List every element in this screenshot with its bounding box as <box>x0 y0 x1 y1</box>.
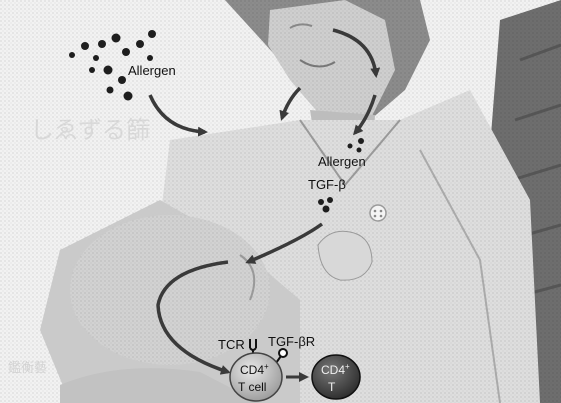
ghost-text-bottom: 鑑衡藝 <box>8 360 47 376</box>
allergen-label-top: Allergen <box>128 63 176 78</box>
cd4-treg-label-line2: T <box>328 380 336 394</box>
cd4-treg-cell <box>312 355 360 399</box>
tgf-beta-r-label: TGF-βR <box>268 334 315 349</box>
tcr-label: TCR <box>218 337 245 352</box>
cd4-t-cell-label-line2: T cell <box>238 380 266 394</box>
tgf-beta-label: TGF-β <box>308 177 346 192</box>
ghost-text: しゑずる篩 <box>30 116 150 144</box>
allergen-label-mid: Allergen <box>318 154 366 169</box>
blouse-button <box>370 205 386 221</box>
